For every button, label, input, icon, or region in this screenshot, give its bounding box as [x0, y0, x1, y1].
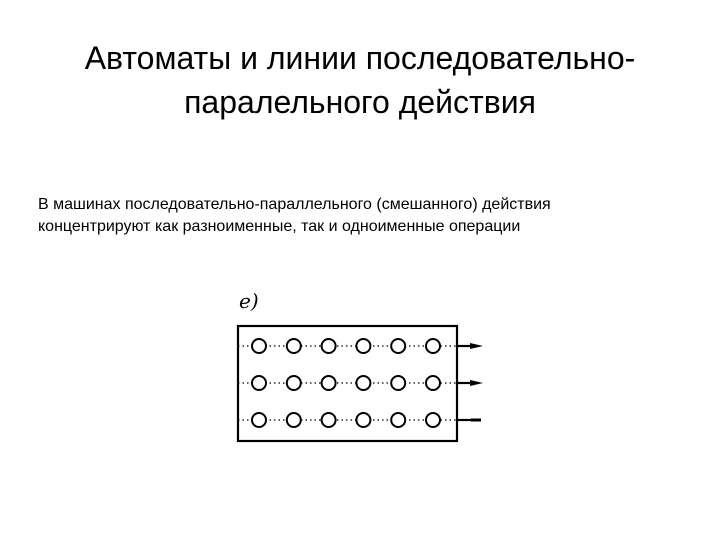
station-r3-2: [285, 412, 302, 428]
station-r2-1: [251, 375, 267, 391]
station-r3-4: [355, 412, 372, 428]
station-rows: [238, 338, 483, 428]
body-text-line-2: концентрируют как разноименные, так и од…: [38, 218, 521, 235]
station-r1-6: [425, 338, 441, 354]
output-arrow-head-row-2: [470, 380, 483, 386]
station-r2-5: [390, 375, 407, 391]
station-r3-5: [390, 412, 407, 428]
body-text-line-1: В машинах последовательно-параллельного …: [38, 196, 551, 213]
station-r1-2: [285, 338, 302, 354]
station-r2-4: [355, 375, 372, 391]
station-r2-2: [285, 375, 302, 391]
station-r1-3: [320, 338, 337, 354]
station-r3-3: [320, 412, 337, 428]
station-r3-6: [425, 412, 441, 428]
slide-title-line-1: Автоматы и линии последовательно-: [84, 40, 636, 76]
station-r1-5: [390, 338, 407, 354]
figure-label: e): [239, 289, 259, 313]
body-text: В машинах последовательно-параллельного …: [38, 194, 698, 238]
station-r3-1: [251, 412, 267, 428]
slide-title-line-2: паралельного действия: [184, 84, 536, 120]
output-end-row-3: [471, 418, 481, 422]
station-r2-6: [425, 375, 441, 391]
machine-layout-diagram: e): [225, 282, 495, 452]
station-r1-4: [355, 338, 372, 354]
diagram-svg: e): [236, 289, 483, 443]
slide-title: Автоматы и линии последовательно- парале…: [20, 36, 700, 124]
output-arrow-head-row-1: [470, 343, 483, 349]
station-r1-1: [251, 338, 267, 354]
station-r2-3: [320, 375, 337, 391]
